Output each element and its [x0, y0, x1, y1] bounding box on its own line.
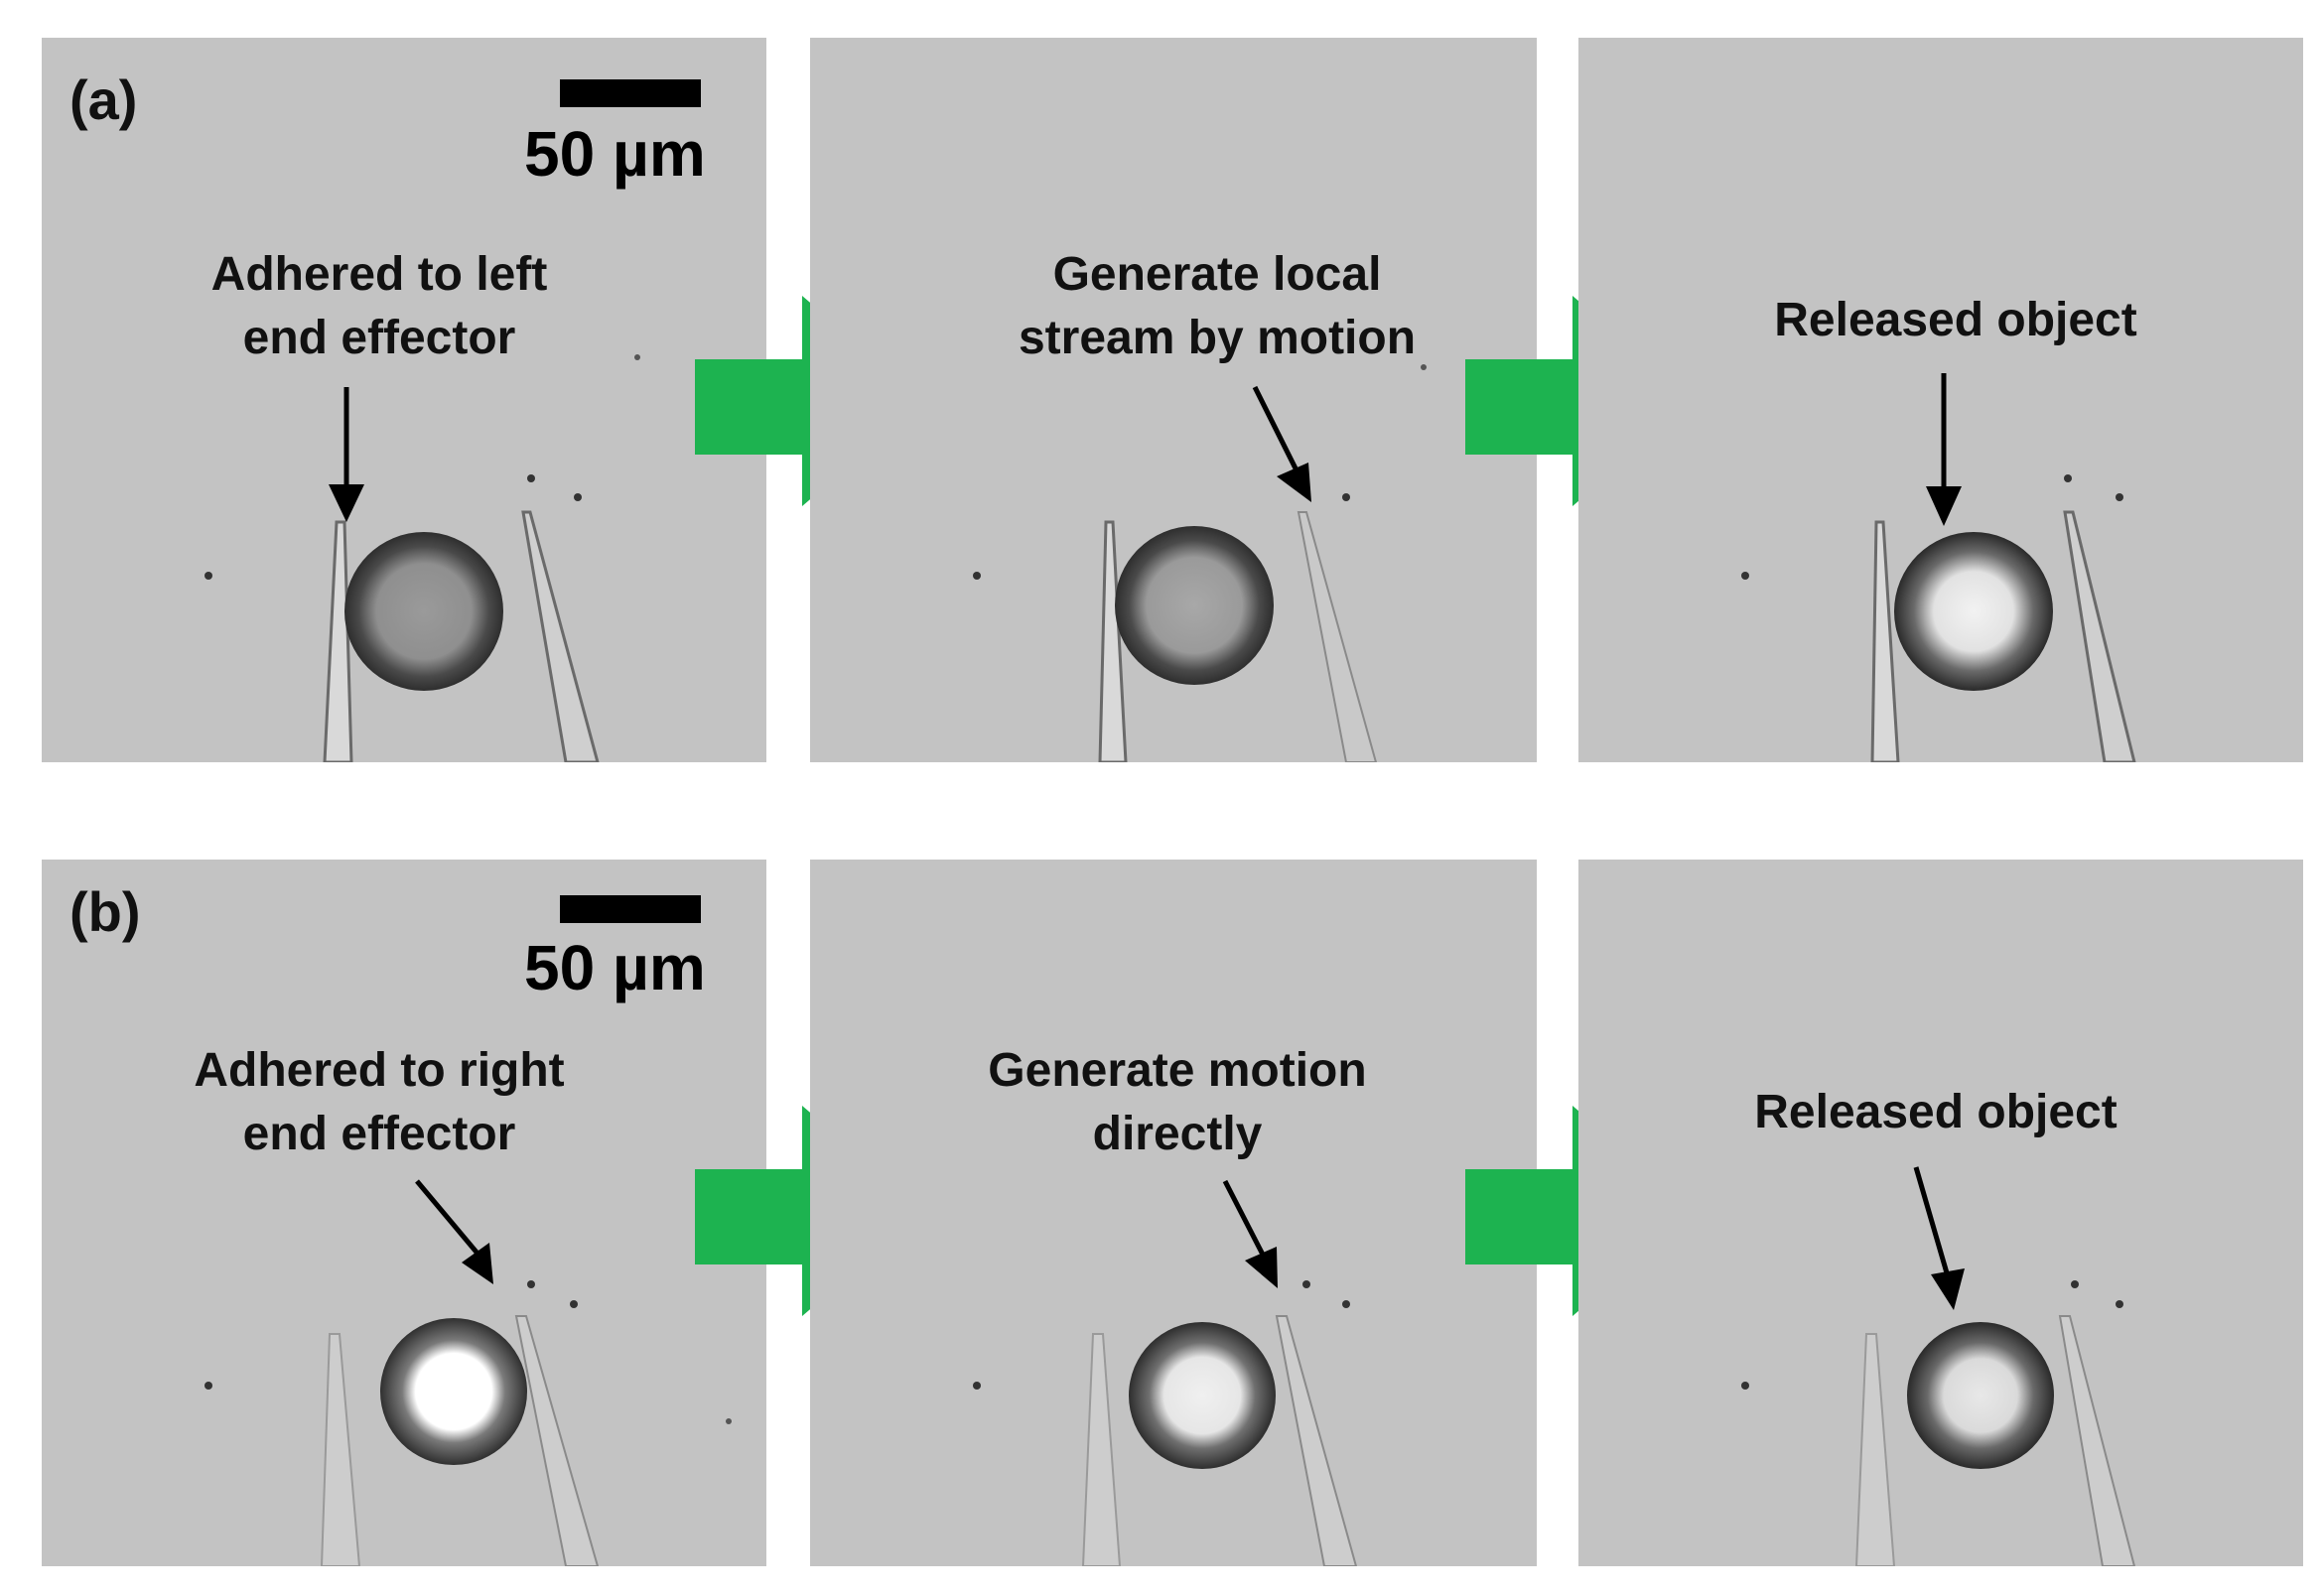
particle [973, 572, 981, 580]
panel-label-b: (b) [69, 880, 141, 943]
particle [527, 474, 535, 482]
left-end-effector [1854, 1333, 1896, 1566]
particle [527, 1280, 535, 1288]
down-arrow-icon [415, 1179, 493, 1284]
particle [205, 572, 212, 580]
frame-a-1: (a) 50 µm Adhered to left end effector [42, 38, 766, 762]
right-end-effector [2058, 1315, 2136, 1566]
right-end-effector [521, 510, 600, 762]
particle [1741, 1382, 1749, 1390]
microsphere [344, 532, 503, 691]
right-end-effector [514, 1315, 600, 1566]
particle [2071, 1280, 2079, 1288]
particle [1342, 1300, 1350, 1308]
particle [574, 493, 582, 501]
particle [1741, 572, 1749, 580]
right-end-effector [1297, 511, 1378, 762]
scale-bar [560, 895, 701, 923]
left-end-effector [1098, 520, 1128, 762]
right-end-effector [1275, 1315, 1358, 1566]
particle [973, 1382, 981, 1390]
particle [1302, 1280, 1310, 1288]
particle [205, 1382, 212, 1390]
frame-b-1: (b) 50 µm Adhered to right end effector [42, 860, 766, 1566]
scale-bar [560, 79, 701, 107]
annotation-line-1: Adhered to right [194, 1044, 565, 1097]
down-arrow-icon [1252, 385, 1311, 502]
particle [2116, 493, 2123, 501]
microsphere [1894, 532, 2053, 691]
microsphere [1115, 526, 1274, 685]
frame-b-3: Released object [1578, 860, 2303, 1566]
left-end-effector [320, 1333, 361, 1566]
micrograph-b-3 [1741, 1280, 2136, 1566]
particle [726, 1418, 732, 1424]
annotation-line-1: Released object [1754, 1086, 2118, 1138]
annotation-line-1: Released object [1774, 294, 2137, 346]
annotation-line-1: Generate motion [988, 1044, 1367, 1097]
frame-a-2: Generate local stream by motion [810, 38, 1537, 762]
micrograph-a-2 [973, 364, 1427, 762]
left-end-effector [1870, 520, 1900, 762]
particle [1342, 493, 1350, 501]
frame-b-2: Generate motion directly [810, 860, 1537, 1566]
frame-a-3: Released object [1578, 38, 2303, 762]
panel-label-a: (a) [69, 68, 138, 131]
down-arrow-icon [1222, 1179, 1278, 1288]
particle [2116, 1300, 2123, 1308]
micrograph-b-2 [973, 1280, 1358, 1566]
annotation-line-1: Adhered to left [210, 248, 548, 301]
annotation-line-1: Generate local [1052, 248, 1382, 301]
particle [2064, 474, 2072, 482]
particle [570, 1300, 578, 1308]
micrograph-b-1 [205, 1280, 732, 1566]
annotation-line-2: end effector [242, 312, 516, 364]
scale-bar-label: 50 µm [524, 118, 706, 190]
micrograph-a-3 [1741, 474, 2136, 762]
annotation-line-2: stream by motion [1018, 312, 1417, 364]
scale-bar-label: 50 µm [524, 932, 706, 1003]
microsphere [1907, 1322, 2054, 1469]
particle [634, 354, 640, 360]
micrograph-a-1 [205, 354, 640, 762]
left-end-effector [323, 520, 353, 762]
right-end-effector [2063, 510, 2136, 762]
microsphere [1129, 1322, 1276, 1469]
microsphere [380, 1318, 527, 1465]
down-arrow-icon [329, 387, 364, 522]
annotation-line-2: directly [1092, 1108, 1263, 1160]
down-arrow-icon [1926, 373, 1962, 526]
down-arrow-icon [1913, 1166, 1965, 1310]
particle [1421, 364, 1427, 370]
annotation-line-2: end effector [242, 1108, 516, 1160]
left-end-effector [1081, 1333, 1122, 1566]
